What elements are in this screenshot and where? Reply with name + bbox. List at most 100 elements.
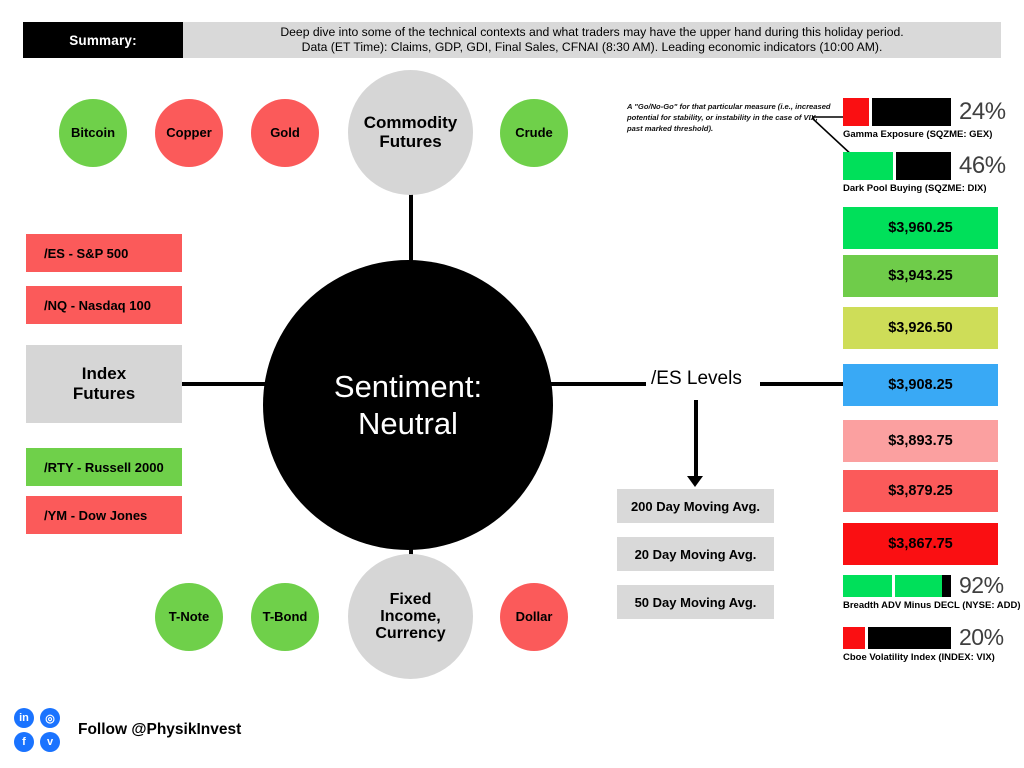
index-future-label: /ES - S&P 500 <box>44 245 129 261</box>
gauge-gap <box>868 98 872 126</box>
index-future-nq[interactable]: /NQ - Nasdaq 100 <box>26 286 182 324</box>
price-level-value: $3,879.25 <box>888 483 953 499</box>
price-level-row[interactable]: $3,879.25 <box>843 470 998 512</box>
commodity-futures-hub[interactable]: Commodity Futures <box>348 70 473 195</box>
gauge-track <box>843 574 951 597</box>
social-links: in ◎ f ᴠ <box>14 708 62 752</box>
fixedincome-circle-dollar[interactable]: Dollar <box>500 583 568 651</box>
moving-average-50[interactable]: 50 Day Moving Avg. <box>617 585 774 619</box>
index-future-label: /NQ - Nasdaq 100 <box>44 297 151 313</box>
connector-eslevels-to-prices <box>760 382 846 386</box>
price-level-value: $3,926.50 <box>888 320 953 336</box>
moving-average-label: 20 Day Moving Avg. <box>634 546 757 562</box>
moving-average-label: 50 Day Moving Avg. <box>634 594 757 610</box>
gauge-row: 20% <box>843 626 1004 649</box>
facebook-glyph: f <box>22 736 26 748</box>
fixedincome-label: T-Note <box>168 608 210 624</box>
commodity-label: Gold <box>270 124 300 140</box>
index-futures-hub-label: Index Futures <box>72 363 136 403</box>
price-level-value: $3,960.25 <box>888 220 953 236</box>
gauge-add[interactable]: 92% Breadth ADV Minus DECL (NYSE: ADD) <box>843 574 1021 611</box>
connector-center-to-eslevels <box>548 382 646 386</box>
gauge-annotation-text: A "Go/No-Go" for that particular measure… <box>627 102 831 133</box>
fixed-income-currency-hub[interactable]: Fixed Income, Currency <box>348 554 473 679</box>
index-future-rty[interactable]: /RTY - Russell 2000 <box>26 448 182 486</box>
gauge-percent: 92% <box>959 572 1004 598</box>
index-future-label: /YM - Dow Jones <box>44 507 148 523</box>
twitter-icon[interactable]: ᴠ <box>40 732 60 752</box>
gauge-fill <box>843 626 865 649</box>
instagram-icon[interactable]: ◎ <box>40 708 60 728</box>
commodity-hub-label: Commodity Futures <box>363 113 458 151</box>
connector-commodity-to-center <box>409 190 413 280</box>
sentiment-center-circle[interactable]: Sentiment: Neutral <box>263 260 553 550</box>
connector-center-to-fixedincome <box>409 528 413 574</box>
connector-eslevels-to-ma <box>694 400 698 478</box>
summary-line-1: Deep dive into some of the technical con… <box>280 24 904 39</box>
index-futures-hub[interactable]: Index Futures <box>26 345 182 423</box>
gauge-caption: Breadth ADV Minus DECL (NYSE: ADD) <box>843 600 1021 611</box>
fixedincome-label: T-Bond <box>262 608 308 624</box>
fixedincome-hub-label: Fixed Income, Currency <box>375 590 446 643</box>
fixedincome-circle-tnote[interactable]: T-Note <box>155 583 223 651</box>
footer: in ◎ f ᴠ Follow @PhysikInvest <box>14 708 241 752</box>
summary-line-2: Data (ET Time): Claims, GDP, GDI, Final … <box>301 40 883 54</box>
gauge-caption: Cboe Volatility Index (INDEX: VIX) <box>843 652 995 663</box>
price-level-value: $3,943.25 <box>888 268 953 284</box>
arrow-head-icon <box>687 476 703 487</box>
sentiment-label: Sentiment: Neutral <box>333 368 483 441</box>
price-level-value: $3,867.75 <box>888 536 953 552</box>
follow-handle: Follow @PhysikInvest <box>78 721 242 738</box>
index-future-label: /RTY - Russell 2000 <box>44 459 164 475</box>
gauge-caption: Dark Pool Buying (SQZME: DIX) <box>843 183 987 194</box>
fixedincome-label: Dollar <box>515 608 553 624</box>
price-level-value: $3,893.75 <box>888 433 953 449</box>
gauge-row: 46% <box>843 152 1006 180</box>
linkedin-icon[interactable]: in <box>14 708 34 728</box>
price-level-value: $3,908.25 <box>888 377 953 393</box>
gauge-gap-mid <box>891 574 895 597</box>
gauge-vix[interactable]: 20% Cboe Volatility Index (INDEX: VIX) <box>843 626 1004 663</box>
moving-average-20[interactable]: 20 Day Moving Avg. <box>617 537 774 571</box>
price-level-row[interactable]: $3,867.75 <box>843 523 998 565</box>
gauge-row: 92% <box>843 574 1021 597</box>
facebook-icon[interactable]: f <box>14 732 34 752</box>
moving-average-200[interactable]: 200 Day Moving Avg. <box>617 489 774 523</box>
price-level-row[interactable]: $3,926.50 <box>843 307 998 349</box>
gauge-fill <box>843 152 893 180</box>
fixedincome-circle-tbond[interactable]: T-Bond <box>251 583 319 651</box>
gauge-track <box>843 626 951 649</box>
gauge-percent: 46% <box>959 152 1006 179</box>
gauge-gap <box>864 626 868 649</box>
commodity-circle-gold[interactable]: Gold <box>251 99 319 167</box>
commodity-label: Copper <box>166 124 212 140</box>
gauge-track <box>843 98 951 126</box>
gauge-gap <box>942 574 946 597</box>
linkedin-glyph: in <box>19 712 29 724</box>
instagram-glyph: ◎ <box>45 712 55 725</box>
price-level-row[interactable]: $3,960.25 <box>843 207 998 249</box>
gauge-row: 24% <box>843 98 1006 126</box>
index-future-ym[interactable]: /YM - Dow Jones <box>26 496 182 534</box>
gauge-caption: Gamma Exposure (SQZME: GEX) <box>843 129 993 140</box>
gauge-gex[interactable]: 24% Gamma Exposure (SQZME: GEX) <box>843 98 1006 140</box>
moving-average-label: 200 Day Moving Avg. <box>630 498 761 514</box>
index-future-es[interactable]: /ES - S&P 500 <box>26 234 182 272</box>
gauge-track <box>843 152 951 180</box>
commodity-circle-copper[interactable]: Copper <box>155 99 223 167</box>
price-level-row[interactable]: $3,893.75 <box>843 420 998 462</box>
twitter-glyph: ᴠ <box>46 736 54 748</box>
gauge-dix[interactable]: 46% Dark Pool Buying (SQZME: DIX) <box>843 152 1006 194</box>
price-level-row[interactable]: $3,943.25 <box>843 255 998 297</box>
summary-text: Deep dive into some of the technical con… <box>183 22 1001 58</box>
gauge-gap <box>892 152 896 180</box>
gauge-percent: 20% <box>959 624 1004 650</box>
gauge-fill <box>843 98 869 126</box>
commodity-label: Bitcoin <box>70 124 116 140</box>
summary-banner: Summary: Deep dive into some of the tech… <box>23 22 1001 58</box>
summary-tag: Summary: <box>23 22 183 58</box>
commodity-circle-bitcoin[interactable]: Bitcoin <box>59 99 127 167</box>
price-level-row-current[interactable]: $3,908.25 <box>843 364 998 406</box>
commodity-circle-crude[interactable]: Crude <box>500 99 568 167</box>
